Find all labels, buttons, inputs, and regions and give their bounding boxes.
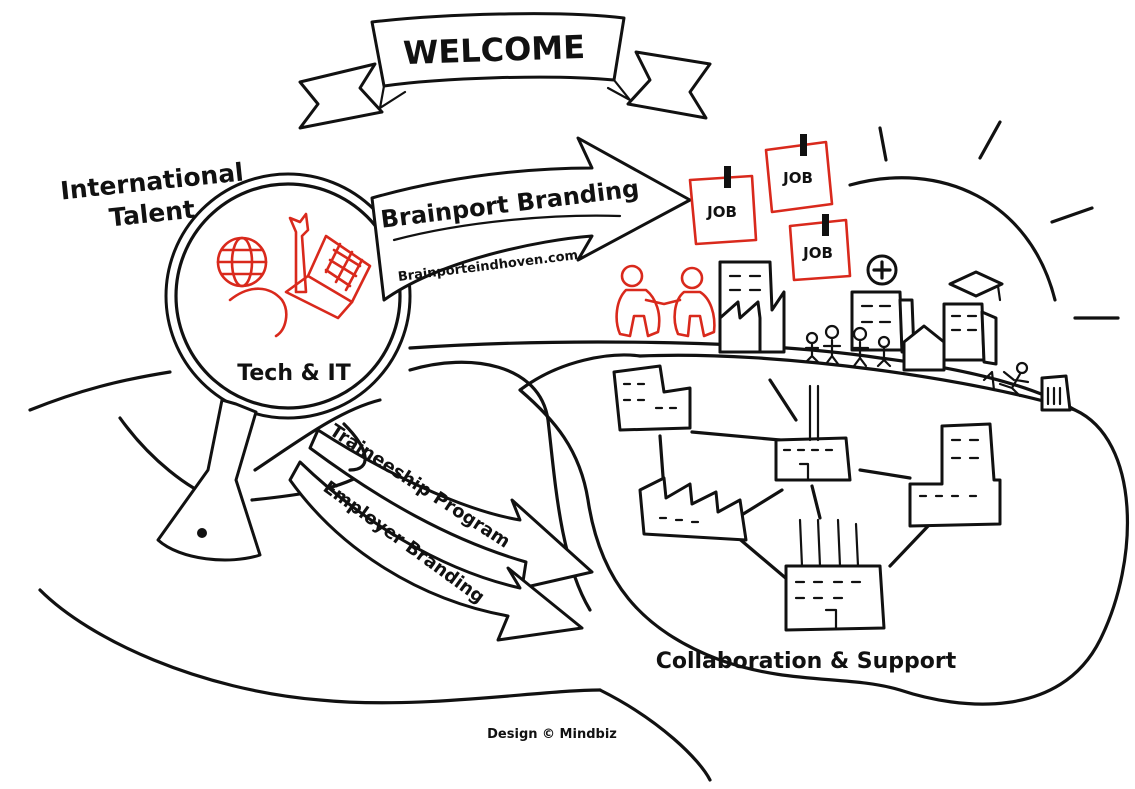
welcome-banner: WELCOME: [298, 12, 712, 130]
job-note-label-1: JOB: [706, 203, 737, 221]
globe-icon: [216, 236, 268, 288]
collaboration-support-label: Collaboration & Support: [656, 649, 957, 674]
international-talent-line2: Talent: [108, 195, 197, 233]
design-credit: Design © Mindbiz: [487, 727, 617, 742]
city-skyline: [718, 254, 1072, 412]
brainport-arrow: [370, 136, 692, 302]
runner-icon: [982, 361, 1030, 398]
job-note-3: JOB: [788, 214, 852, 282]
job-note-label-3: JOB: [802, 244, 833, 262]
wrench-icon: [288, 212, 310, 294]
job-note-label-2: JOB: [782, 169, 813, 187]
tech-icons: [216, 212, 372, 338]
laptop-icon: [284, 234, 372, 320]
factory-icon: [612, 364, 1002, 632]
handshake-icon: [615, 264, 716, 338]
landscape-lines: [28, 340, 1129, 782]
graduation-cap-icon: [948, 270, 1004, 302]
sun-icon: [848, 120, 1120, 320]
banner-title: WELCOME: [402, 28, 585, 72]
tech-it-label: Tech & IT: [237, 361, 350, 386]
magnifying-glass-icon: [156, 172, 412, 562]
people-icon: [804, 324, 892, 368]
job-note-2: JOB: [764, 134, 834, 214]
employer-arrow: [288, 460, 584, 642]
job-note-1: JOB: [688, 166, 758, 246]
